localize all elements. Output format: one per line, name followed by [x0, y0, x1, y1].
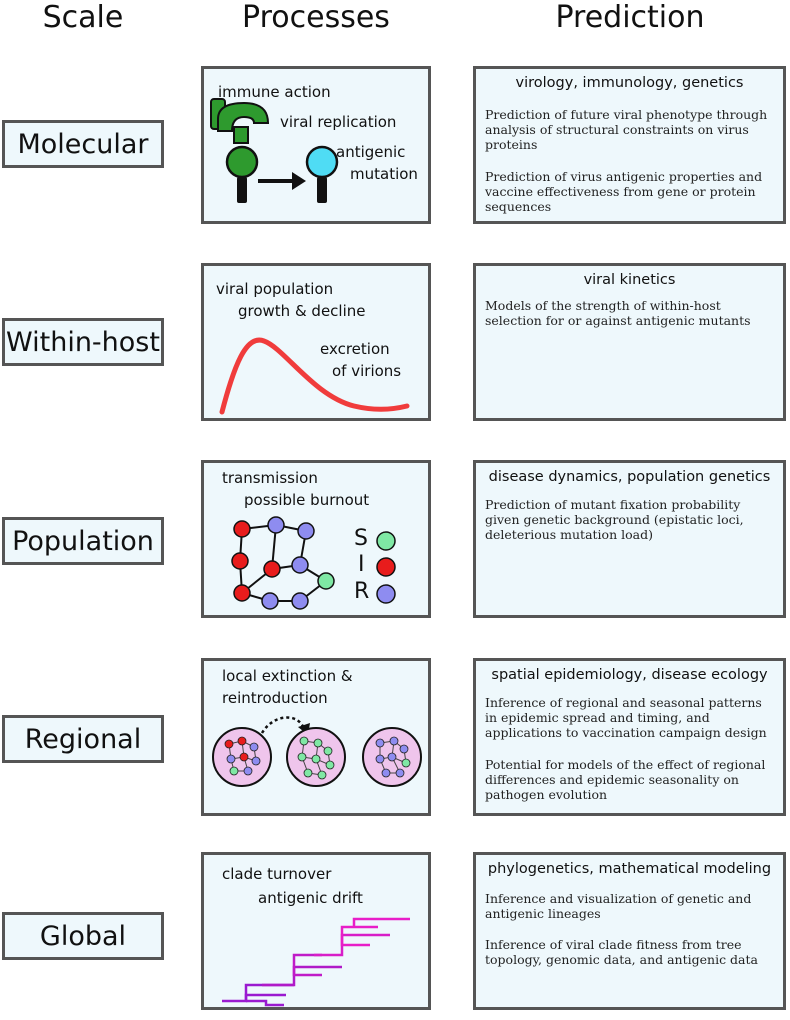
- molecular-illustration: [210, 98, 339, 203]
- legend-recovered-dot: [376, 584, 396, 604]
- region-2: [286, 727, 346, 787]
- scale-within-host: Within-host: [2, 318, 164, 366]
- region-3: [362, 727, 422, 787]
- prediction-title: virology, immunology, genetics: [515, 75, 744, 91]
- scale-molecular: Molecular: [2, 120, 164, 168]
- prediction-title: spatial epidemiology, disease ecology: [491, 667, 768, 683]
- network-node-infected: [233, 520, 251, 538]
- network-node-recovered: [291, 556, 309, 574]
- network-node-susceptible: [317, 572, 335, 590]
- transmission-network: [231, 516, 396, 610]
- network-node-recovered: [291, 592, 309, 610]
- legend-i-label: I: [358, 552, 365, 577]
- label-viral-replication: viral replication: [280, 113, 397, 131]
- prediction-paragraph: Prediction of mutant fixation probabilit…: [485, 497, 744, 542]
- prediction-box-regional: spatial epidemiology, disease ecology In…: [473, 658, 786, 816]
- legend-susceptible-dot: [376, 531, 396, 551]
- legend-s-label: S: [354, 526, 368, 551]
- label-reintroduction: reintroduction: [222, 689, 328, 707]
- label-possible-burnout: possible burnout: [244, 491, 370, 509]
- prediction-paragraph: Models of the strength of within-host se…: [485, 298, 751, 328]
- legend-infected-dot: [376, 557, 396, 577]
- prediction-paragraph: Prediction of future viral phenotype thr…: [485, 107, 768, 152]
- process-box-global: clade turnover antigenic drift: [201, 852, 431, 1010]
- regional-illustration: [212, 716, 422, 787]
- network-node-infected: [263, 560, 281, 578]
- prediction-paragraph: Inference and visualization of genetic a…: [485, 891, 752, 921]
- prediction-title: viral kinetics: [583, 272, 676, 288]
- prediction-paragraph: Prediction of virus antigenic properties…: [485, 169, 763, 214]
- scale-global: Global: [2, 912, 164, 960]
- network-node-infected: [233, 584, 251, 602]
- prediction-box-population: disease dynamics, population genetics Pr…: [473, 460, 786, 618]
- processes-column-header: Processes: [242, 0, 390, 35]
- virus-original-icon: [225, 145, 259, 203]
- region-1: [212, 727, 272, 787]
- network-node-recovered: [267, 516, 285, 534]
- label-viral-population: viral population: [216, 280, 334, 298]
- arrow-icon: [258, 172, 306, 190]
- prediction-title: phylogenetics, mathematical modeling: [487, 861, 772, 877]
- prediction-paragraph: Inference of regional and seasonal patte…: [485, 695, 767, 740]
- prediction-box-within-host: viral kinetics Models of the strength of…: [473, 263, 786, 421]
- legend-r-label: R: [354, 579, 370, 604]
- process-box-regional: local extinction & reintroduction: [201, 658, 431, 816]
- label-mutation: mutation: [350, 165, 418, 183]
- label-antigenic: antigenic: [336, 143, 406, 161]
- prediction-paragraph: Potential for models of the effect of re…: [485, 757, 766, 802]
- network-node-recovered: [297, 522, 315, 540]
- phylogenetic-tree: [222, 917, 410, 1007]
- prediction-column-header: Prediction: [555, 0, 705, 35]
- prediction-box-global: phylogenetics, mathematical modeling Inf…: [473, 852, 786, 1010]
- process-box-within-host: viral population growth & decline excret…: [201, 263, 431, 421]
- network-node-recovered: [261, 592, 279, 610]
- virus-mutant-icon: [305, 145, 339, 203]
- scale-population: Population: [2, 517, 164, 565]
- prediction-paragraph: Inference of viral clade fitness from tr…: [485, 937, 758, 967]
- scale-regional: Regional: [2, 715, 164, 763]
- label-transmission: transmission: [222, 469, 318, 487]
- process-box-molecular: immune action viral replication antigeni…: [201, 66, 431, 224]
- antibody-icon: [210, 98, 270, 144]
- viral-load-curve: [219, 337, 410, 415]
- label-excretion: excretion: [320, 340, 390, 358]
- label-growth-decline: growth & decline: [238, 302, 366, 320]
- label-antigenic-drift: antigenic drift: [258, 889, 363, 907]
- label-of-virions: of virions: [332, 362, 402, 380]
- network-node-infected: [231, 552, 249, 570]
- prediction-title: disease dynamics, population genetics: [488, 469, 771, 485]
- label-immune-action: immune action: [218, 83, 331, 101]
- process-box-population: transmission possible burnout: [201, 460, 431, 618]
- scale-column-header: Scale: [42, 0, 124, 35]
- label-clade-turnover: clade turnover: [222, 865, 332, 883]
- label-local-extinction: local extinction &: [222, 667, 353, 685]
- reintroduction-arrow: [260, 716, 306, 734]
- prediction-box-molecular: virology, immunology, genetics Predictio…: [473, 66, 786, 224]
